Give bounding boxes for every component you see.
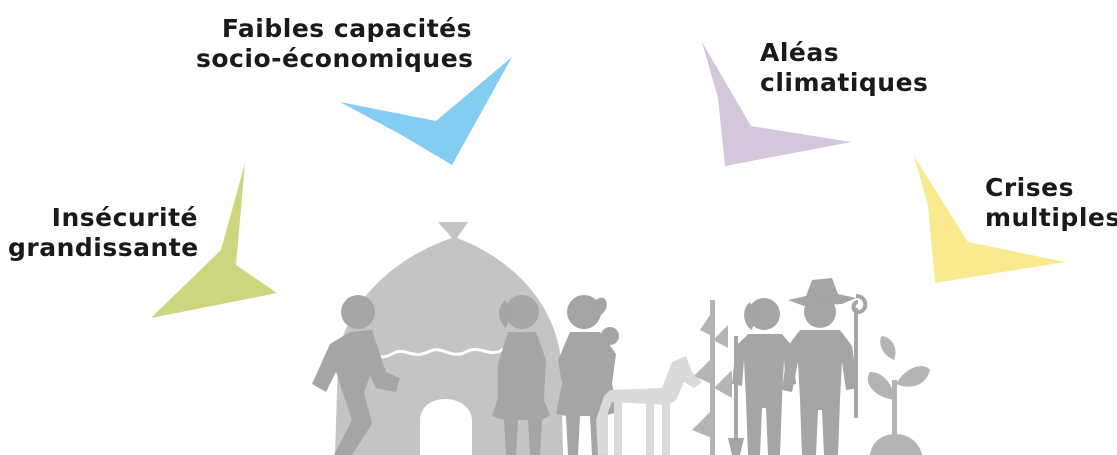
label-aleas-climatiques: Aléas climatiques (760, 38, 928, 98)
label-aleas-line2: climatiques (760, 68, 929, 97)
aleas-arrow (702, 42, 851, 166)
village-illustration (312, 222, 930, 455)
farmer-icon (782, 278, 868, 455)
label-aleas-line1: Aléas (760, 38, 840, 67)
label-crises-multiples: Crises multiples (985, 173, 1117, 233)
hut-door (420, 399, 472, 455)
label-crises-line2: multiples (985, 203, 1117, 232)
label-faibles-capacites: Faibles capacités socio-économiques (196, 14, 474, 74)
label-faibles-line1: Faibles capacités (221, 14, 472, 43)
insecurite-arrow (151, 163, 277, 318)
corn-icon (692, 300, 732, 455)
label-insecurite-grandissante: Insécurité grandissante (8, 203, 198, 263)
crises-arrow (914, 156, 1065, 283)
mother-baby-icon (556, 295, 619, 455)
faibles-arrow (340, 57, 512, 165)
goat-icon (596, 356, 702, 455)
plant-icon (867, 336, 930, 455)
label-crises-line1: Crises (985, 173, 1074, 202)
woman-farmer-icon (728, 298, 796, 455)
label-faibles-line2: socio-économiques (196, 44, 474, 73)
running-man-icon (312, 295, 400, 455)
label-insecurite-line2: grandissante (8, 233, 199, 262)
label-insecurite-line1: Insécurité (51, 203, 198, 232)
woman-icon (492, 295, 550, 455)
